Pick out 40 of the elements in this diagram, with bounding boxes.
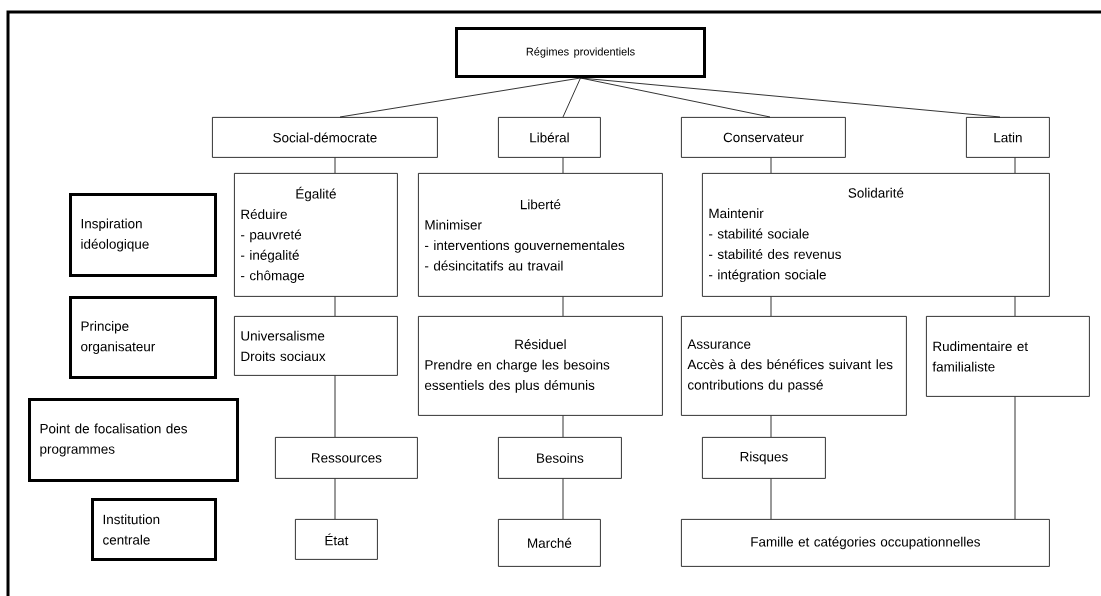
connector-line [770, 415, 772, 438]
category-box: Social-démocrate [212, 117, 438, 158]
connector-line [770, 296, 772, 317]
title-box: Régimes providentiels [455, 27, 706, 78]
category-box: Libéral [498, 117, 601, 158]
content-box: État [295, 519, 378, 560]
connector-line [334, 296, 336, 317]
connector-line [770, 478, 772, 520]
category-box: Conservateur [681, 117, 846, 158]
connector-line [562, 77, 581, 118]
connector-line [1014, 157, 1016, 174]
content-box: Risques [702, 437, 826, 479]
connector-line [334, 478, 336, 520]
row-label-box: Institution centrale [91, 498, 217, 561]
connector-line [339, 77, 581, 118]
connector-line [562, 415, 564, 438]
content-box: Résiduel Prendre en charge les besoins essentiels des plus démunis [418, 316, 663, 416]
connector-line [334, 157, 336, 174]
row-label-box: Principe organisateur [69, 296, 217, 379]
connector-line [1014, 396, 1016, 520]
content-box: Rudimentaire et familialiste [926, 316, 1090, 397]
content-box: Liberté Minimiser - interventions gouvernementales - désincitatifs au travail [418, 173, 663, 297]
content-box: Assurance Accès à des bénéfices suivant les contributions du passé [681, 316, 907, 416]
connector-line [562, 157, 564, 174]
content-box: Égalité Réduire - pauvreté - inégalité - chômage [234, 173, 398, 297]
content-box: Universalisme Droits sociaux [234, 316, 398, 376]
content-box: Ressources [275, 437, 418, 479]
connector-line [770, 157, 772, 174]
connector-line [580, 77, 1001, 118]
category-box: Latin [966, 117, 1050, 158]
connector-line [562, 478, 564, 520]
connector-line [334, 375, 336, 438]
content-box: Solidarité Maintenir - stabilité sociale - stabilité des revenus - intégration sociale [702, 173, 1050, 297]
content-box: Besoins [498, 437, 622, 479]
connector-line [562, 296, 564, 317]
content-box: Famille et catégories occupationnelles [681, 519, 1050, 567]
content-box: Marché [498, 519, 601, 567]
connector-line [1014, 296, 1016, 317]
row-label-box: Point de focalisation des programmes [28, 398, 239, 482]
row-label-box: Inspiration idéologique [69, 193, 217, 277]
